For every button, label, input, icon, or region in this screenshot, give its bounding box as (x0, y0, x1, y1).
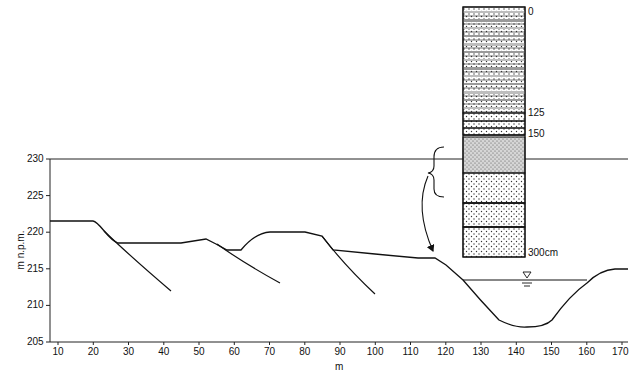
depth-label: 300cm (528, 247, 558, 259)
layer-band (463, 27, 525, 29)
layer-band (463, 35, 525, 37)
axis-tick-label: 205 (27, 336, 44, 348)
depth-label: 150 (528, 128, 545, 140)
axis-tick-label: 20 (88, 346, 99, 358)
axis-tick-label: 70 (264, 346, 275, 358)
strat-column (463, 7, 525, 257)
axis-tick-label: 220 (27, 226, 44, 238)
axis-tick-label: 60 (229, 346, 240, 358)
axis-tick-label: 140 (508, 346, 525, 358)
layer-line (463, 88, 525, 89)
layer-band (463, 67, 525, 70)
axes (46, 159, 628, 345)
axis-tick-label: 210 (27, 299, 44, 311)
layer-band (463, 51, 525, 53)
axis-tick-label: 120 (437, 346, 454, 358)
layer-line (463, 48, 525, 49)
axis-tick-label: 150 (543, 346, 560, 358)
layer-band (463, 75, 525, 77)
axis-tick-label: 170 (612, 346, 629, 358)
sample-bracket (422, 147, 444, 251)
layer-line (463, 40, 525, 41)
layer-band (463, 19, 525, 22)
axis-tick-label: 160 (578, 346, 595, 358)
axis-tick-label: 230 (27, 153, 44, 165)
layer-band (463, 59, 525, 61)
layer-line (463, 80, 525, 81)
axis-tick-label: 215 (27, 263, 44, 275)
layer-line (463, 112, 525, 113)
layer-line (463, 56, 525, 57)
axis-tick-label: 50 (194, 346, 205, 358)
layer-line (463, 104, 525, 105)
terrace-scarp (104, 231, 375, 294)
axis-tick-label: 90 (335, 346, 346, 358)
layer-band (463, 107, 525, 109)
layer-line (463, 16, 525, 17)
water-line (463, 280, 587, 281)
axis-tick-label: 100 (367, 346, 384, 358)
depth-label: 0 (528, 6, 534, 18)
level-line (50, 159, 628, 160)
axis-title: m n.p.m. (15, 231, 27, 270)
water-symbol (522, 272, 532, 286)
layer-band (463, 11, 525, 13)
axis-tick-label: 40 (158, 346, 169, 358)
layer-line (463, 96, 525, 97)
terrain-profile (50, 221, 628, 327)
layer-band (463, 43, 525, 46)
axis-tick-label: 80 (299, 346, 310, 358)
axis-title: m (335, 361, 343, 373)
depth-label: 125 (528, 107, 545, 119)
axis-tick-label: 30 (123, 346, 134, 358)
axis-tick-label: 10 (53, 346, 64, 358)
layer-line (463, 72, 525, 73)
layer-line (463, 24, 525, 25)
layer-band (463, 99, 525, 101)
layer-line (463, 64, 525, 65)
axis-tick-label: 110 (403, 346, 419, 358)
layer-band (463, 91, 525, 94)
axis-tick-label: 130 (473, 346, 490, 358)
layer-band (463, 83, 525, 85)
layer-line (463, 32, 525, 33)
axis-tick-label: 225 (27, 190, 44, 202)
